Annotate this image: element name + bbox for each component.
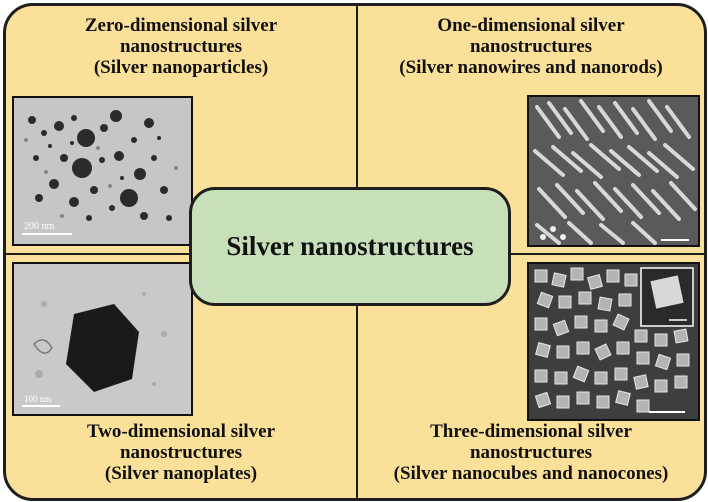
caption-line: nanostructures: [119, 442, 243, 463]
caption-line: One-dimensional silver: [437, 15, 625, 36]
caption-line: (Silver nanoparticles): [93, 57, 269, 78]
three-dimensional-caption: Three-dimensional silver nanostructures …: [358, 421, 704, 484]
scale-bar-label: 100 nm: [24, 394, 51, 404]
nanorods-micrograph: [527, 95, 700, 247]
nanocubes-micrograph: [527, 262, 700, 421]
caption-line: nanostructures: [469, 36, 593, 57]
center-label: Silver nanostructures: [226, 231, 474, 261]
nanoplate-micrograph: 100 nm: [12, 262, 193, 416]
caption-line: (Silver nanowires and nanorods): [399, 57, 663, 78]
center-concept-box: Silver nanostructures: [189, 187, 511, 306]
caption-line: (Silver nanocubes and nanocones): [393, 463, 669, 484]
nanoparticles-micrograph: 200 nm: [12, 96, 193, 246]
caption-line: Zero-dimensional silver: [84, 15, 278, 36]
caption-line: nanostructures: [469, 442, 593, 463]
zero-dimensional-caption: Zero-dimensional silver nanostructures (…: [6, 15, 356, 78]
one-dimensional-caption: One-dimensional silver nanostructures (S…: [358, 15, 704, 78]
caption-line: Three-dimensional silver: [430, 421, 632, 442]
caption-line: Two-dimensional silver: [86, 421, 276, 442]
caption-line: (Silver nanoplates): [104, 463, 258, 484]
two-dimensional-caption: Two-dimensional silver nanostructures (S…: [6, 421, 356, 484]
scale-bar-label: 200 nm: [24, 221, 55, 232]
caption-line: nanostructures: [119, 36, 243, 57]
diagram-panel: Zero-dimensional silver nanostructures (…: [3, 3, 707, 501]
